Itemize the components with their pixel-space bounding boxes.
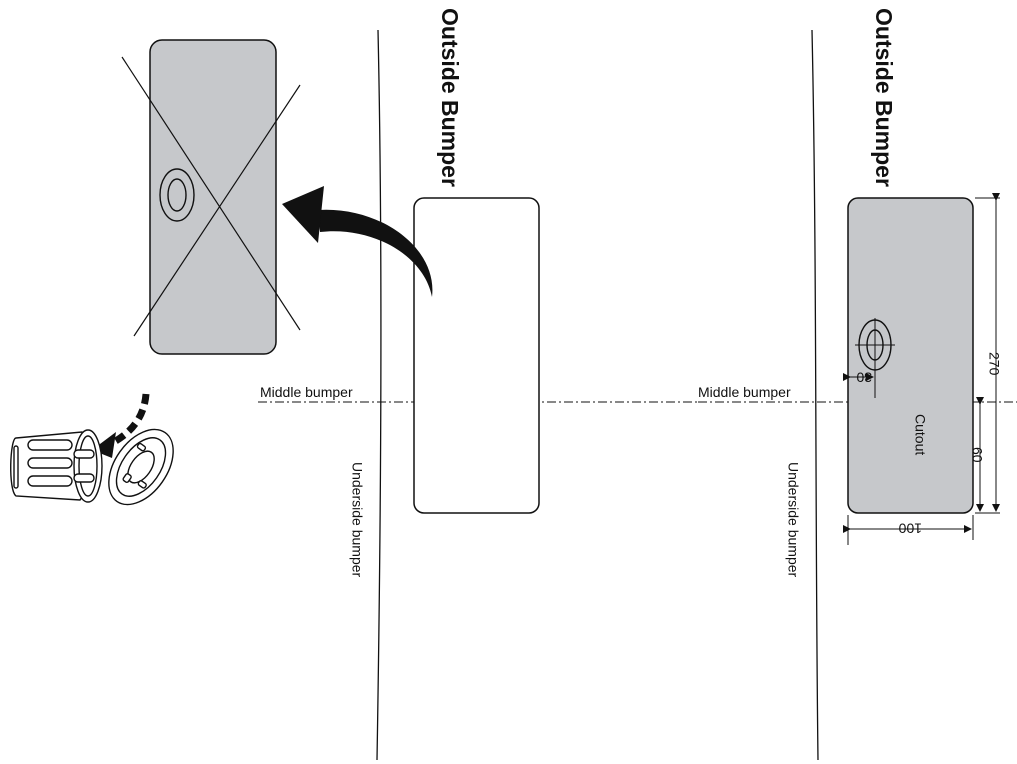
trash-bin-icon — [10, 429, 103, 503]
arrow-icon — [282, 186, 433, 297]
dimension-270-label: 270 — [987, 352, 1003, 376]
outside-bumper-label-right: Outside Bumper — [871, 8, 897, 187]
dimension-270 — [975, 193, 1000, 514]
outside-bumper-label-left: Outside Bumper — [437, 8, 463, 187]
underside-bumper-label-left: Underside bumper — [350, 462, 366, 578]
dimension-100-label: 100 — [898, 521, 922, 537]
bumper-edge-line-right — [811, 29, 819, 761]
cutout-label: Cutout — [913, 414, 929, 455]
cross-icon — [121, 56, 301, 337]
middle-bumper-label-right: Middle bumper — [698, 384, 791, 400]
dimension-30-label: 30 — [856, 370, 872, 386]
bumper-edge-line-left — [376, 29, 382, 761]
middle-bumper-label-left: Middle bumper — [260, 384, 353, 400]
cutout-outline — [413, 197, 540, 514]
dimension-30 — [843, 370, 876, 398]
dimension-60-label: 60 — [970, 447, 986, 463]
cutout-shape — [847, 197, 974, 514]
underside-bumper-label-right: Underside bumper — [786, 462, 802, 578]
sensor-icon — [108, 428, 174, 506]
dimension-100 — [843, 515, 974, 545]
